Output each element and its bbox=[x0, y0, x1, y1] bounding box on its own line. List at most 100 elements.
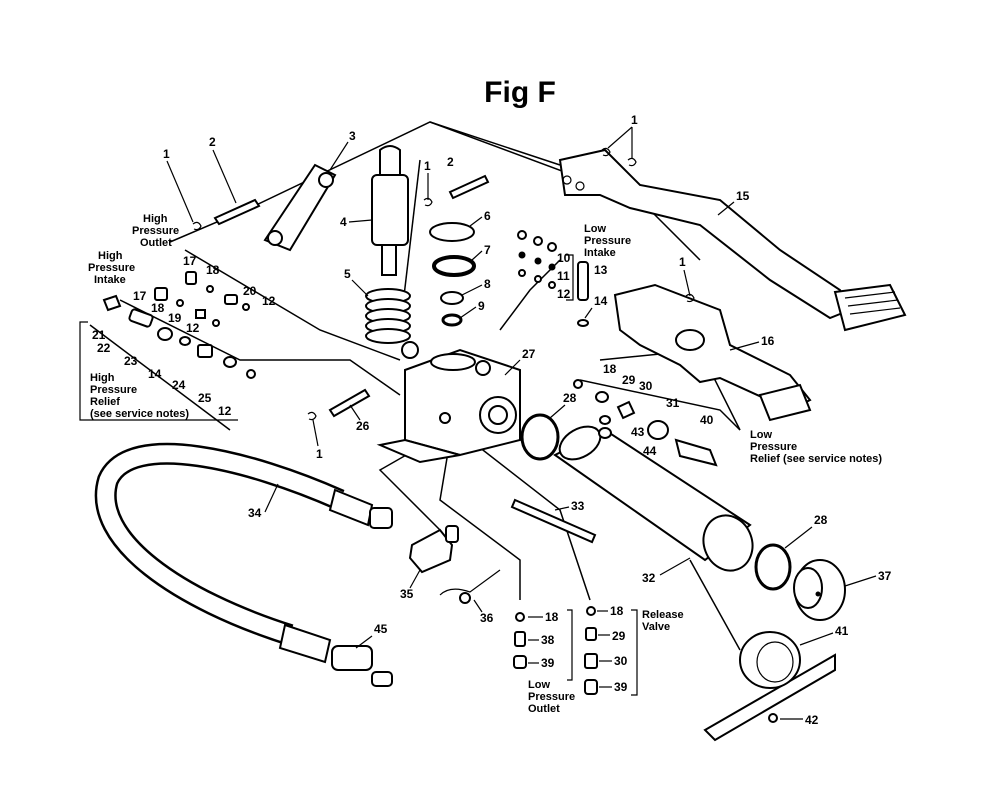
part-number: 3 bbox=[349, 129, 356, 143]
label-low-pressure-relief-2: Pressure bbox=[750, 441, 797, 453]
part-number: 1 bbox=[316, 447, 323, 461]
part-number: 2 bbox=[447, 155, 454, 169]
callout-labels: High Pressure Outlet High Pressure Intak… bbox=[88, 213, 882, 715]
part-number: 29 bbox=[622, 373, 636, 387]
part-number: 32 bbox=[642, 571, 656, 585]
label-low-pressure-outlet-1: Low bbox=[528, 679, 550, 691]
fittings-top bbox=[517, 230, 589, 327]
part-number: 18 bbox=[603, 362, 617, 376]
part-number: 20 bbox=[243, 284, 257, 298]
label-low-pressure-relief-1: Low bbox=[750, 429, 772, 441]
label-low-pressure-outlet-3: Outlet bbox=[528, 703, 560, 715]
part-number: 18 bbox=[206, 263, 220, 277]
part-number: 17 bbox=[183, 254, 197, 268]
part-number: 30 bbox=[614, 654, 628, 668]
part-number: 18 bbox=[545, 610, 559, 624]
spring-5 bbox=[365, 288, 411, 344]
link-3 bbox=[263, 163, 337, 252]
part-number: 36 bbox=[480, 611, 494, 625]
part-number: 6 bbox=[484, 209, 491, 223]
part-number: 42 bbox=[805, 713, 819, 727]
part-number: 14 bbox=[594, 294, 608, 308]
part-number: 22 bbox=[97, 341, 111, 355]
handle-16 bbox=[613, 283, 812, 422]
label-high-pressure-outlet-3: Outlet bbox=[140, 237, 172, 249]
clips-1 bbox=[192, 147, 695, 421]
seals-6-9 bbox=[429, 222, 476, 327]
part-number: 40 bbox=[700, 413, 714, 427]
part-number: 28 bbox=[814, 513, 828, 527]
part-numbers: 1 2 3 4 5 1 2 6 7 8 9 10 11 12 13 14 1 1… bbox=[92, 113, 892, 727]
part-number: 1 bbox=[631, 113, 638, 127]
label-high-pressure-intake-1: High bbox=[98, 250, 123, 262]
part-number: 7 bbox=[484, 243, 491, 257]
part-number: 5 bbox=[344, 267, 351, 281]
fittings-right bbox=[573, 379, 718, 467]
part-number: 9 bbox=[478, 299, 485, 313]
part-number: 45 bbox=[374, 622, 388, 636]
part-number: 1 bbox=[163, 147, 170, 161]
pump-body-27 bbox=[376, 341, 521, 464]
part-number: 28 bbox=[563, 391, 577, 405]
part-number: 12 bbox=[557, 287, 571, 301]
part-number: 12 bbox=[186, 321, 200, 335]
label-high-pressure-outlet-1: High bbox=[143, 213, 168, 225]
part-number: 10 bbox=[557, 251, 571, 265]
label-high-pressure-intake-2: Pressure bbox=[88, 262, 135, 274]
handle-15 bbox=[558, 148, 907, 332]
saddle-41 bbox=[703, 631, 836, 742]
label-high-pressure-intake-3: Intake bbox=[94, 274, 126, 286]
part-number: 18 bbox=[610, 604, 624, 618]
part-number: 1 bbox=[679, 255, 686, 269]
label-high-pressure-relief-4: (see service notes) bbox=[90, 408, 189, 420]
label-high-pressure-relief-2: Pressure bbox=[90, 384, 137, 396]
part-number: 37 bbox=[878, 569, 892, 583]
label-low-pressure-outlet-2: Pressure bbox=[528, 691, 575, 703]
pin-26 bbox=[328, 388, 371, 418]
part-number: 24 bbox=[172, 378, 186, 392]
fittings-left bbox=[102, 271, 256, 379]
part-number: 2 bbox=[209, 135, 216, 149]
part-number: 17 bbox=[133, 289, 147, 303]
part-number: 35 bbox=[400, 587, 414, 601]
part-number: 16 bbox=[761, 334, 775, 348]
reservoir-32 bbox=[553, 425, 754, 572]
part-number: 39 bbox=[541, 656, 555, 670]
label-low-pressure-intake-3: Intake bbox=[584, 247, 616, 259]
part-number: 41 bbox=[835, 624, 849, 638]
part-number: 14 bbox=[148, 367, 162, 381]
label-low-pressure-intake-2: Pressure bbox=[584, 235, 631, 247]
part-number: 21 bbox=[92, 328, 106, 342]
cap-37 bbox=[793, 559, 846, 621]
label-release-valve-1: Release bbox=[642, 609, 684, 621]
part-number: 39 bbox=[614, 680, 628, 694]
part-number: 43 bbox=[631, 425, 645, 439]
part-number: 25 bbox=[198, 391, 212, 405]
label-high-pressure-relief-1: High bbox=[90, 372, 115, 384]
part-number: 13 bbox=[594, 263, 608, 277]
label-low-pressure-intake-1: Low bbox=[584, 223, 606, 235]
part-number: 31 bbox=[666, 396, 680, 410]
plunger-4 bbox=[371, 145, 409, 276]
part-number: 26 bbox=[356, 419, 370, 433]
part-number: 18 bbox=[151, 301, 165, 315]
part-number: 8 bbox=[484, 277, 491, 291]
part-number: 27 bbox=[522, 347, 536, 361]
part-number: 12 bbox=[262, 294, 276, 308]
part-number: 29 bbox=[612, 629, 626, 643]
figure-title: Fig F bbox=[484, 76, 556, 109]
part-number: 15 bbox=[736, 189, 750, 203]
orings-28 bbox=[520, 413, 792, 591]
part-number: 30 bbox=[639, 379, 653, 393]
part-number: 12 bbox=[218, 404, 232, 418]
hose-34 bbox=[94, 442, 393, 687]
part-number: 33 bbox=[571, 499, 585, 513]
valve-stacks bbox=[513, 606, 598, 695]
part-number: 44 bbox=[643, 444, 657, 458]
part-number: 4 bbox=[340, 215, 347, 229]
pins-2 bbox=[213, 174, 490, 226]
part-number: 23 bbox=[124, 354, 138, 368]
label-high-pressure-outlet-2: Pressure bbox=[132, 225, 179, 237]
